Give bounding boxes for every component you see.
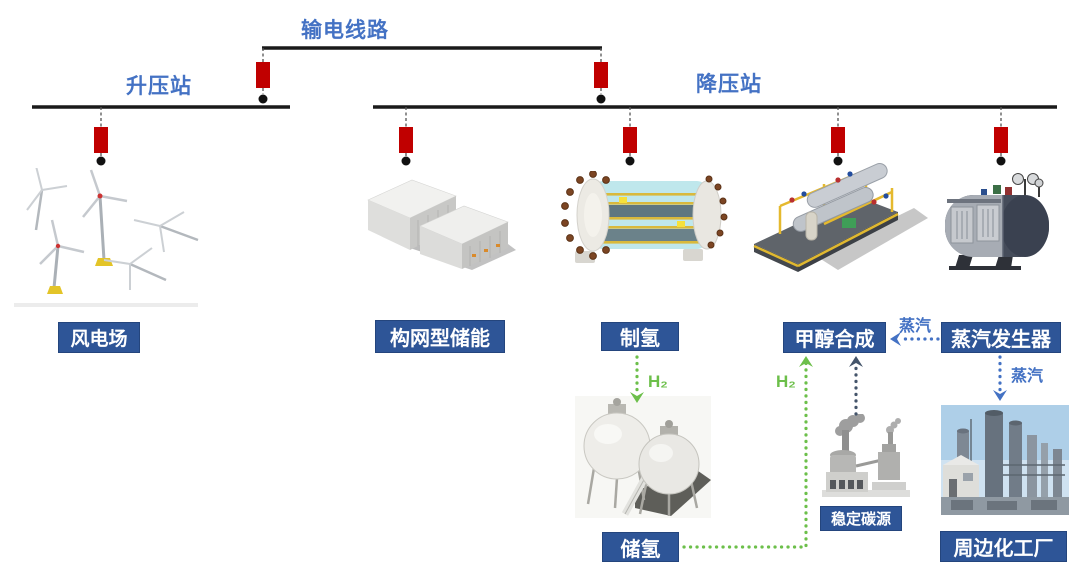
chemical-plant-image — [941, 405, 1069, 515]
transmission-line-label: 输电线路 — [301, 19, 389, 42]
chemical-plant-label: 周边化工厂 — [940, 531, 1067, 562]
steam-to-methanol-arrow — [890, 332, 940, 346]
h2-to-methanol-arrow — [682, 356, 813, 549]
steam-to-plant-flow-label: 蒸汽 — [1011, 368, 1044, 385]
breaker-icon — [831, 107, 845, 166]
steam-to-methanol-flow-label: 蒸汽 — [899, 318, 932, 335]
methanol-skid-image — [753, 163, 928, 272]
carbon-source-label: 稳定碳源 — [820, 506, 902, 531]
breaker-icon — [94, 107, 108, 166]
electrolyzer-image — [561, 171, 728, 263]
breaker-icon — [623, 107, 637, 166]
hydrogen-storage-image — [575, 396, 711, 518]
steam-generator-image — [944, 173, 1049, 270]
hydrogen-storage-label: 储氢 — [602, 532, 679, 562]
methanol-synthesis-label: 甲醇合成 — [783, 322, 886, 353]
h2-to-methanol-flow-label: H₂ — [776, 372, 796, 391]
grid-storage-image — [367, 179, 516, 270]
steam-generator-label: 蒸汽发生器 — [941, 322, 1061, 353]
wind-farm-label: 风电场 — [58, 322, 140, 353]
grid-storage-label: 构网型储能 — [375, 320, 505, 353]
hydrogen-production-label: 制氢 — [601, 322, 679, 351]
step-down-station-label: 降压站 — [696, 73, 762, 96]
step-up-station-label: 升压站 — [126, 75, 192, 98]
carbon-to-methanol-arrow — [849, 356, 863, 416]
steam-to-plant-arrow — [993, 355, 1007, 401]
h2-to-storage-arrow — [630, 355, 644, 403]
breaker-icon — [399, 107, 413, 166]
carbon-source-image — [822, 414, 910, 497]
breaker-icon — [994, 107, 1008, 166]
wind-farm-image — [14, 168, 199, 307]
breaker-icon — [256, 48, 270, 104]
h2-to-storage-flow-label: H₂ — [648, 372, 668, 391]
breaker-icon — [594, 48, 608, 104]
